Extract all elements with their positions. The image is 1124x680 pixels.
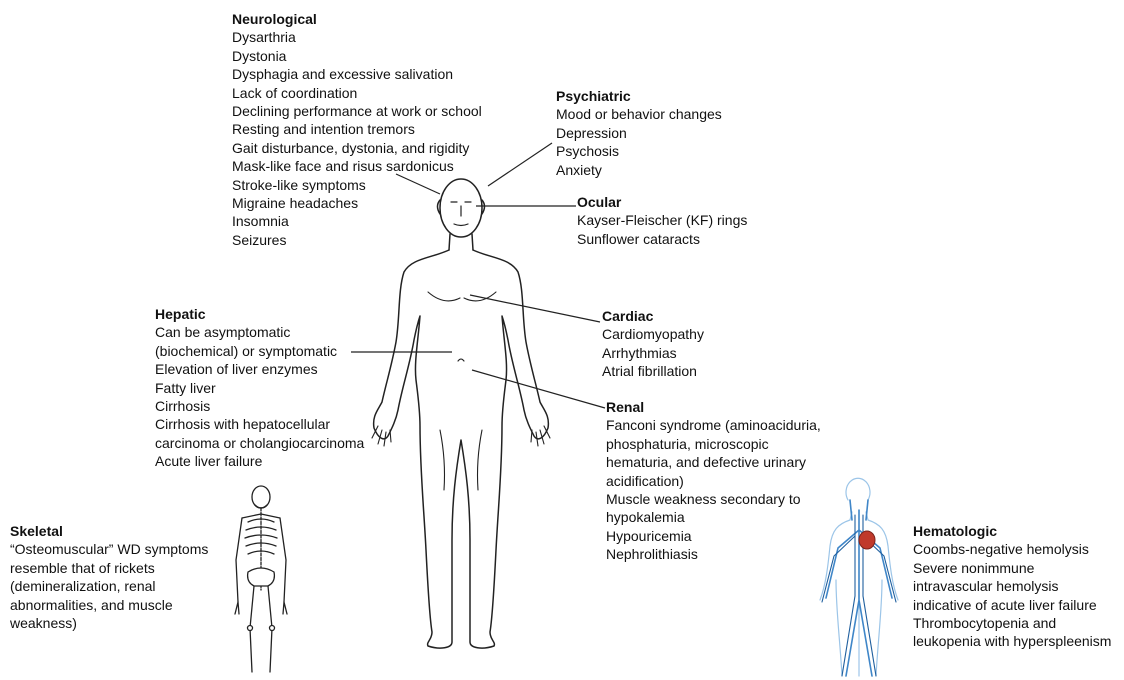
hematologic-item: Severe nonimmune <box>913 559 1111 577</box>
psychiatric-item: Psychosis <box>556 142 722 160</box>
skeletal-item: weakness) <box>10 614 208 632</box>
leader-psychiatric <box>488 143 552 186</box>
renal-item: hypokalemia <box>606 508 821 526</box>
renal-item: Nephrolithiasis <box>606 545 821 563</box>
leader-renal <box>472 370 605 408</box>
hepatic-item: Can be asymptomatic <box>155 323 364 341</box>
ocular-group: Ocular Kayser-Fleischer (KF) rings Sunfl… <box>577 193 747 248</box>
cardiac-item: Arrhythmias <box>602 344 704 362</box>
hematologic-title: Hematologic <box>913 522 1111 540</box>
body-outline <box>374 250 549 648</box>
renal-item: phosphaturia, microscopic <box>606 435 821 453</box>
neurological-item: Seizures <box>232 231 482 249</box>
renal-item: acidification) <box>606 472 821 490</box>
cardiac-item: Atrial fibrillation <box>602 362 704 380</box>
navel <box>458 359 464 361</box>
hepatic-title: Hepatic <box>155 305 364 323</box>
renal-item: Muscle weakness secondary to <box>606 490 821 508</box>
heart <box>859 531 875 549</box>
skeletal-item: abnormalities, and muscle <box>10 596 208 614</box>
cardiac-group: Cardiac Cardiomyopathy Arrhythmias Atria… <box>602 307 704 381</box>
ocular-title: Ocular <box>577 193 747 211</box>
hematologic-group: Hematologic Coombs-negative hemolysis Se… <box>913 522 1111 651</box>
psychiatric-title: Psychiatric <box>556 87 722 105</box>
hepatic-item: Cirrhosis <box>155 397 364 415</box>
hepatic-item: Elevation of liver enzymes <box>155 360 364 378</box>
neurological-item: Gait disturbance, dystonia, and rigidity <box>232 139 482 157</box>
neurological-item: Dysphagia and excessive salivation <box>232 65 482 83</box>
hands <box>235 602 287 614</box>
inner-leg-lines <box>440 430 482 490</box>
cardiac-title: Cardiac <box>602 307 704 325</box>
leg-bones <box>250 586 272 672</box>
skeletal-title: Skeletal <box>10 522 208 540</box>
renal-item: hematuria, and defective urinary <box>606 453 821 471</box>
hematologic-item: Thrombocytopenia and <box>913 614 1111 632</box>
neurological-item: Mask-like face and risus sardonicus <box>232 157 482 175</box>
skeletal-item: “Osteomuscular” WD symptoms <box>10 540 208 558</box>
kneecaps <box>248 626 253 631</box>
neurological-group: Neurological Dysarthria Dystonia Dysphag… <box>232 10 482 249</box>
ocular-item: Kayser-Fleischer (KF) rings <box>577 211 747 229</box>
renal-group: Renal Fanconi syndrome (aminoaciduria, p… <box>606 398 821 564</box>
pelvis <box>248 568 275 586</box>
renal-title: Renal <box>606 398 821 416</box>
psychiatric-item: Depression <box>556 124 722 142</box>
chest-lines <box>428 292 496 301</box>
hematologic-item: Coombs-negative hemolysis <box>913 540 1111 558</box>
renal-item: Fanconi syndrome (aminoaciduria, <box>606 416 821 434</box>
hematologic-item: leukopenia with hyperspleenism <box>913 632 1111 650</box>
renal-item: Hypouricemia <box>606 527 821 545</box>
neurological-title: Neurological <box>232 10 482 28</box>
skeletal-item: resemble that of rickets <box>10 559 208 577</box>
neurological-item: Dysarthria <box>232 28 482 46</box>
hepatic-group: Hepatic Can be asymptomatic (biochemical… <box>155 305 364 471</box>
psychiatric-item: Anxiety <box>556 161 722 179</box>
hematologic-item: indicative of acute liver failure <box>913 596 1111 614</box>
skeletal-item: (demineralization, renal <box>10 577 208 595</box>
neurological-item: Dystonia <box>232 47 482 65</box>
neurological-item: Resting and intention tremors <box>232 120 482 138</box>
human-body-figure <box>372 179 550 648</box>
psychiatric-group: Psychiatric Mood or behavior changes Dep… <box>556 87 722 179</box>
neurological-item: Stroke-like symptoms <box>232 176 482 194</box>
neurological-item: Declining performance at work or school <box>232 102 482 120</box>
circulatory-figure <box>820 478 898 676</box>
hepatic-item: carcinoma or cholangiocarcinoma <box>155 434 364 452</box>
skeletal-group: Skeletal “Osteomuscular” WD symptoms res… <box>10 522 208 632</box>
neurological-item: Insomnia <box>232 212 482 230</box>
hepatic-item: Acute liver failure <box>155 452 364 470</box>
hepatic-item: (biochemical) or symptomatic <box>155 342 364 360</box>
psychiatric-item: Mood or behavior changes <box>556 105 722 123</box>
cardiac-item: Cardiomyopathy <box>602 325 704 343</box>
hepatic-item: Cirrhosis with hepatocellular <box>155 415 364 433</box>
ocular-item: Sunflower cataracts <box>577 230 747 248</box>
neurological-item: Lack of coordination <box>232 84 482 102</box>
leader-cardiac <box>470 295 600 322</box>
hematologic-item: intravascular hemolysis <box>913 577 1111 595</box>
hepatic-item: Fatty liver <box>155 379 364 397</box>
skeleton-figure <box>235 486 287 672</box>
neurological-item: Migraine headaches <box>232 194 482 212</box>
